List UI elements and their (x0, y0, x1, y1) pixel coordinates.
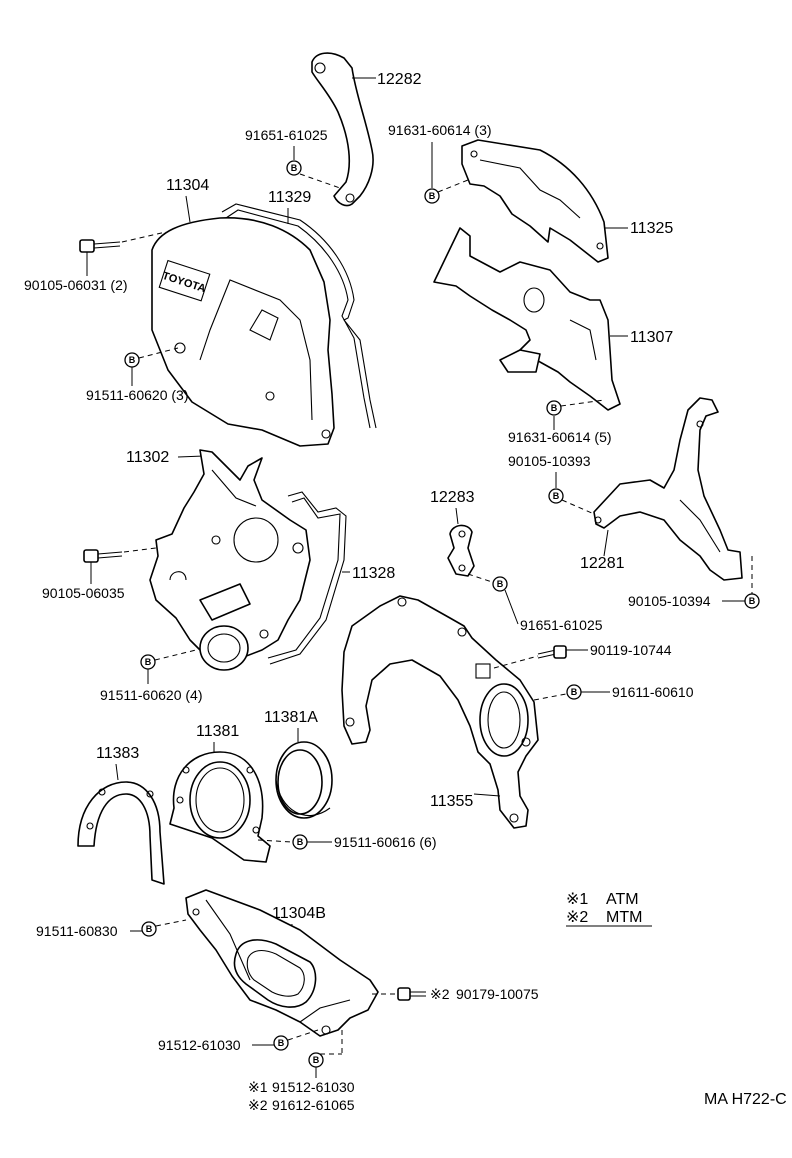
bolt-b-mark-icon: B (141, 921, 157, 937)
oil-seal-11381A (275, 741, 333, 819)
bolt-b-mark-icon: B (273, 1035, 289, 1051)
svg-text:B: B (146, 924, 153, 934)
label-91511-60620-3: 91511-60620 (3) (86, 387, 188, 403)
figure-code: MA H722-C (704, 1091, 787, 1108)
label-91511-60830: 91511-60830 (36, 923, 118, 939)
bolt-b-mark-icon: B (286, 160, 302, 176)
note-mark-2-nut: ※2 (430, 986, 450, 1002)
svg-text:B: B (313, 1055, 320, 1065)
label-90119-10744: 90119-10744 (590, 642, 672, 658)
label-11329: 11329 (268, 189, 311, 206)
svg-text:B: B (129, 355, 136, 365)
legend-atm: ATM (606, 891, 639, 908)
bolt-b-mark-icon: B (744, 593, 760, 609)
bolt-icon (83, 549, 123, 563)
label-91631-60614-3: 91631-60614 (3) (388, 122, 492, 138)
bolt-b-mark-icon: B (140, 654, 156, 670)
bolt-b-mark-icon: B (292, 834, 308, 850)
svg-text:B: B (297, 837, 304, 847)
svg-text:B: B (551, 403, 558, 413)
label-11304B: 11304B (272, 905, 326, 922)
transmission-cover-11304B (185, 889, 379, 1037)
label-91512-61030: 91512-61030 (158, 1037, 241, 1053)
gasket-11329 (221, 203, 377, 429)
bolt-icon (537, 645, 567, 659)
label-12282: 12282 (377, 71, 422, 88)
label-91631-60614-5: 91631-60614 (5) (508, 429, 612, 445)
seal-retainer-11381 (169, 751, 271, 863)
label-90105-10394: 90105-10394 (628, 593, 711, 609)
bolt-b-mark-icon: B (124, 352, 140, 368)
note-mark-1-atm-bolt: ※1 (248, 1079, 268, 1095)
label-90179-10075: 90179-10075 (456, 986, 539, 1002)
label-90105-06035: 90105-06035 (42, 585, 125, 601)
bolt-b-mark-icon: B (308, 1052, 324, 1068)
label-91611-60610: 91611-60610 (612, 684, 694, 700)
gasket-11383 (77, 781, 165, 885)
legend-mark-1: ※1 (566, 891, 588, 908)
svg-text:B: B (553, 491, 560, 501)
bolt-icon (79, 239, 121, 253)
svg-text:B: B (749, 596, 756, 606)
bolt-b-mark-icon: B (566, 684, 582, 700)
label-91651-61025-mid: 91651-61025 (520, 617, 603, 633)
legend: ※1 ATM ※2 MTM (566, 891, 652, 927)
label-11355: 11355 (430, 793, 473, 810)
svg-text:B: B (291, 163, 298, 173)
timing-cover-11304: TOYOTA (151, 217, 335, 447)
label-11304: 11304 (166, 177, 209, 194)
bolt-b-mark-icon: B (424, 188, 440, 204)
label-11383: 11383 (96, 745, 139, 762)
label-11381A: 11381A (264, 709, 318, 726)
label-11328: 11328 (352, 565, 395, 582)
label-12283: 12283 (430, 489, 475, 506)
bolt-b-mark-icon: B (492, 576, 508, 592)
label-90105-06031: 90105-06031 (2) (24, 277, 128, 293)
bolt-b-mark-icon: B (546, 400, 562, 416)
cover-plate-11307 (433, 227, 621, 411)
cover-plate-11325 (461, 139, 609, 263)
label-11302: 11302 (126, 449, 169, 466)
label-91511-60616-6: 91511-60616 (6) (334, 834, 436, 850)
bracket-12281 (593, 397, 743, 581)
label-11325: 11325 (630, 220, 673, 237)
label-90105-10393: 90105-10393 (508, 453, 591, 469)
legend-mark-2: ※2 (566, 909, 588, 926)
svg-text:B: B (145, 657, 152, 667)
gasket-11328 (267, 491, 347, 665)
label-11381: 11381 (196, 723, 239, 740)
label-91511-60620-4: 91511-60620 (4) (100, 687, 202, 703)
label-91651-61025-top: 91651-61025 (245, 127, 328, 143)
label-91512-61030-atm: 91512-61030 (272, 1079, 355, 1095)
svg-text:B: B (429, 191, 436, 201)
bolt-b-mark-icon: B (548, 488, 564, 504)
bracket-12283 (447, 524, 475, 577)
legend-mtm: MTM (606, 909, 642, 926)
label-11307: 11307 (630, 329, 673, 346)
svg-text:B: B (278, 1038, 285, 1048)
svg-text:B: B (497, 579, 504, 589)
bracket-12282 (311, 52, 374, 207)
nut-icon (397, 987, 426, 1001)
timing-cover-11302 (149, 449, 311, 671)
svg-text:B: B (571, 687, 578, 697)
end-plate-11355 (341, 595, 539, 829)
note-mark-2-mtm-bolt: ※2 (248, 1097, 268, 1113)
label-91612-61065-mtm: 91612-61065 (272, 1097, 355, 1113)
label-12281: 12281 (580, 555, 625, 572)
